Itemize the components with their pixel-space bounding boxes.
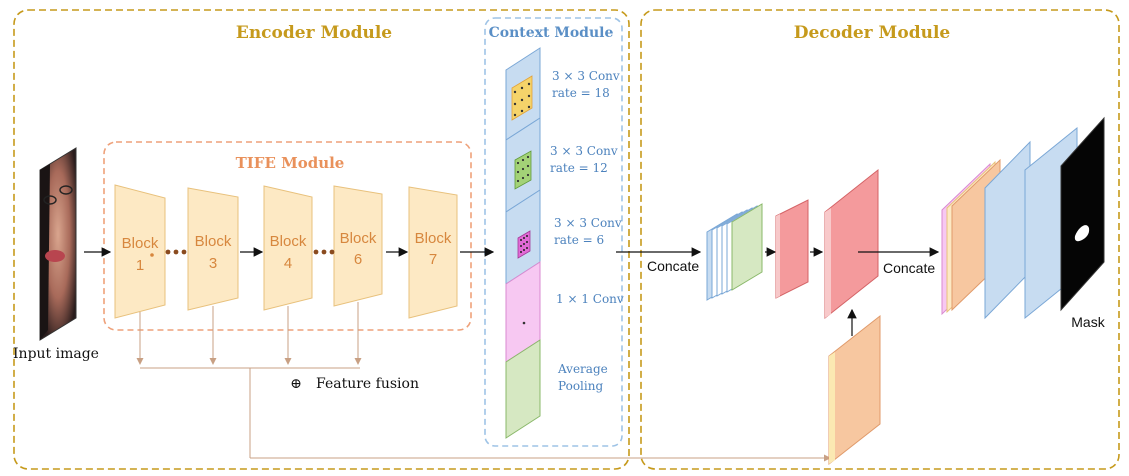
context-item-3-line1: 3 × 3 Conv <box>554 216 622 230</box>
decoder-module-title: Decoder Module <box>794 23 951 43</box>
context-layer-conv-rate18 <box>505 47 541 141</box>
decoder-red-large <box>824 168 879 320</box>
decoder-concat-stack <box>706 203 763 301</box>
context-item-2-line2: rate = 12 <box>550 161 608 175</box>
context-item-5-line2: Pooling <box>558 379 603 393</box>
concate-label-2: Concate <box>883 260 935 276</box>
tife-block-1: Block 1 <box>114 184 166 319</box>
block-4-word: Block <box>270 233 307 250</box>
concate-label-1: Concate <box>647 258 699 274</box>
block-6-word: Block <box>340 230 377 247</box>
input-face-image <box>39 147 77 341</box>
block-1-word: Block <box>122 235 159 252</box>
mask-output <box>1060 116 1105 312</box>
context-layer-avg-pooling <box>505 339 541 439</box>
tife-block-6: Block 6 <box>333 185 383 307</box>
context-layer-conv-rate12 <box>505 117 541 213</box>
encoder-module-border <box>13 9 630 470</box>
decoder-red-small <box>775 199 809 299</box>
block-4-number: 4 <box>284 255 292 272</box>
ellipsis-dots-1 <box>165 249 187 255</box>
context-item-1-line1: 3 × 3 Conv <box>552 69 620 83</box>
block-3-word: Block <box>195 233 232 250</box>
context-item-2-line1: 3 × 3 Conv <box>550 144 618 158</box>
block-1-number: 1 <box>136 257 144 274</box>
tife-module-title: TIFE Module <box>236 154 345 172</box>
feature-fusion-label: Feature fusion <box>316 376 419 392</box>
context-module-border <box>484 17 623 447</box>
context-item-3-line2: rate = 6 <box>554 233 604 247</box>
decoder-orange-feature <box>828 314 881 466</box>
feature-fusion-lines <box>136 302 831 462</box>
block-3-number: 3 <box>209 255 217 272</box>
mask-label: Mask <box>1071 314 1105 330</box>
block-7-word: Block <box>415 230 452 247</box>
context-module-title: Context Module <box>489 25 614 41</box>
decoder-module-border <box>640 9 1120 470</box>
tife-block-3: Block 3 <box>187 187 239 311</box>
block-7-number: 7 <box>429 251 437 268</box>
context-item-1-line2: rate = 18 <box>552 86 610 100</box>
encoder-module-title: Encoder Module <box>236 23 392 43</box>
tife-block-7: Block 7 <box>408 186 458 319</box>
ellipsis-dots-2 <box>313 249 335 255</box>
block-1-dot <box>150 253 154 257</box>
context-item-4-line1: 1 × 1 Conv <box>556 292 624 306</box>
feature-fusion-symbol: ⊕ <box>290 376 302 392</box>
tife-block-4: Block 4 <box>263 185 313 311</box>
context-item-5-line1: Average <box>557 362 608 376</box>
block-6-number: 6 <box>354 251 362 268</box>
input-image-label: Input image <box>13 346 99 362</box>
